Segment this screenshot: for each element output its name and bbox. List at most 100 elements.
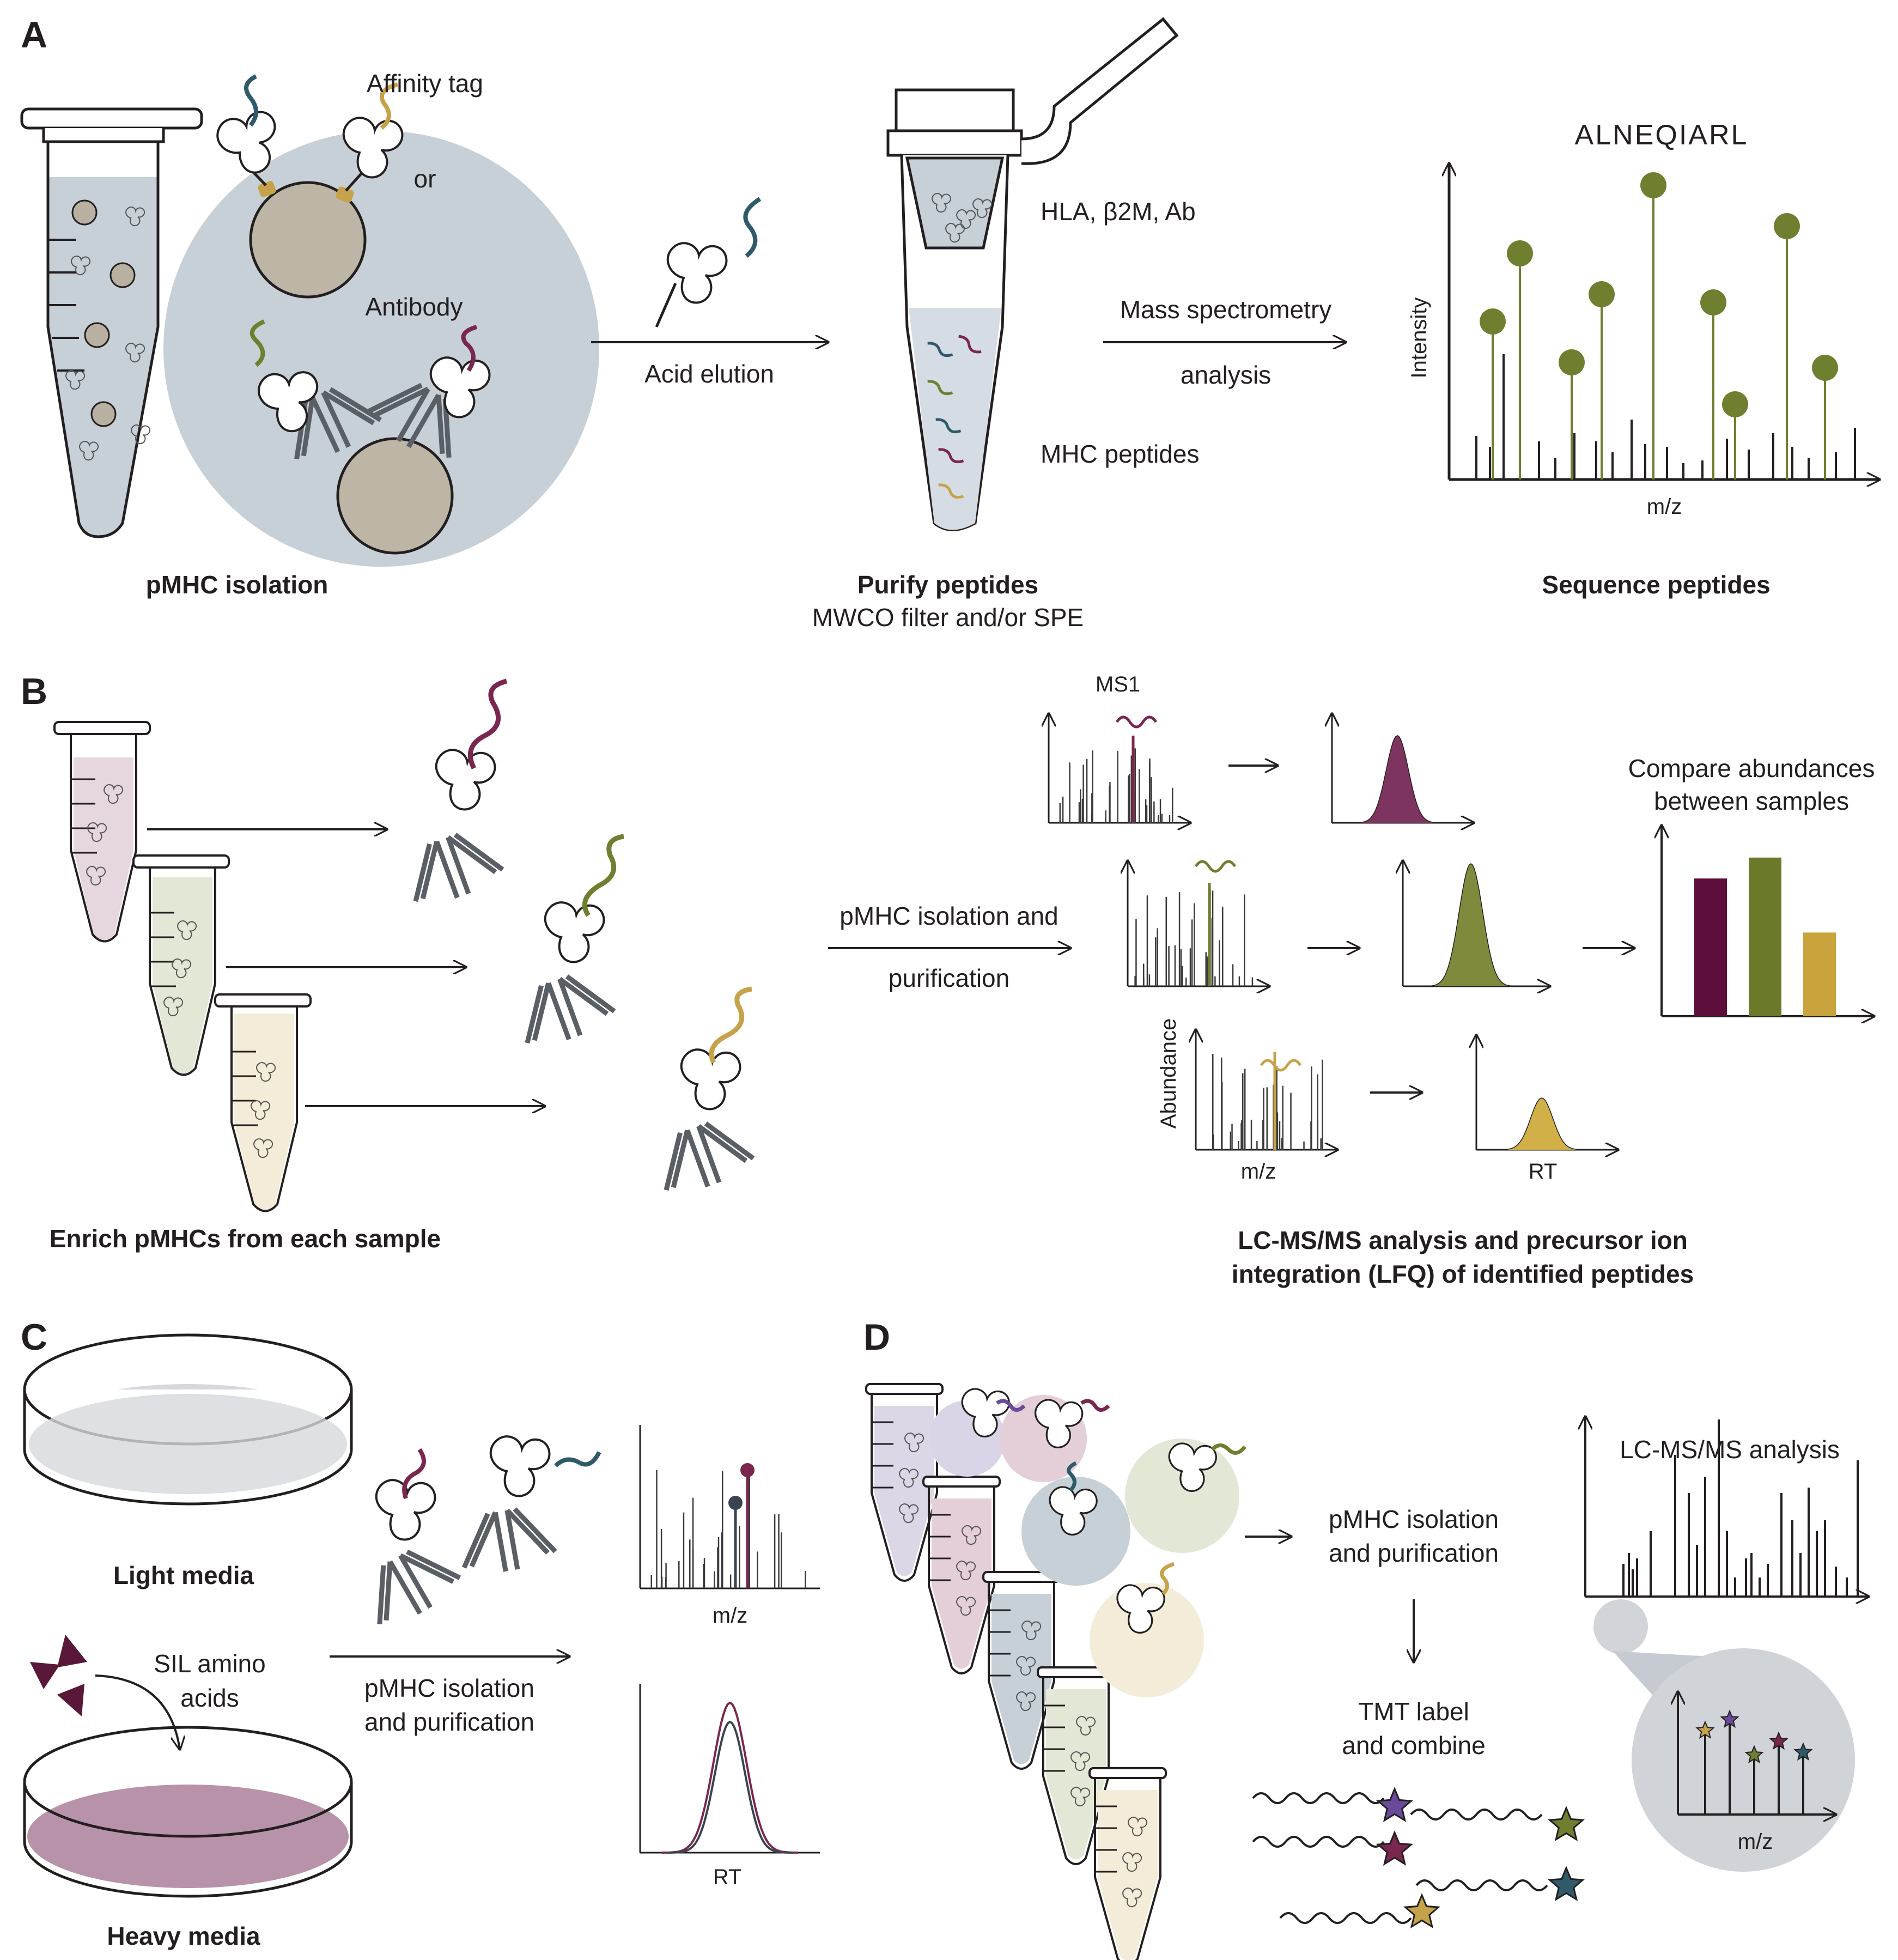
rt-axis-label-b: RT <box>1528 1160 1558 1184</box>
sil-label-1: SIL amino <box>154 1649 266 1678</box>
reporter-ion-star <box>1695 1720 1715 1739</box>
filter-tube <box>886 17 1179 531</box>
elution-peak <box>667 1720 793 1854</box>
step-purify-sub: MWCO filter and/or SPE <box>812 603 1084 632</box>
pmhc-isolation-label-d1: pMHC isolation <box>1329 1505 1499 1533</box>
reporter-ion-star <box>1793 1742 1813 1761</box>
peptide-sequence: ALNEQIARL <box>1574 119 1749 151</box>
tmt-tag-star <box>1547 1866 1585 1902</box>
abundance-axis-label: Abundance <box>1157 1018 1181 1129</box>
bead-zoom-circle <box>163 74 599 567</box>
eluted-peptide-complex <box>655 197 762 328</box>
abundance-bar <box>1803 932 1836 1016</box>
tube-outline <box>928 1486 995 1674</box>
panel-label-d: D <box>863 1316 891 1358</box>
lcms-label-d: LC-MS/MS analysis <box>1620 1435 1840 1464</box>
pmhc-isolation-label-b1: pMHC isolation and <box>840 902 1058 930</box>
reporter-region <box>1593 1599 1648 1654</box>
pmhc-isolation-label-d2: and purification <box>1329 1539 1499 1567</box>
pmhc-bubbles-d <box>929 1388 1246 1697</box>
tmt-label-2: and combine <box>1342 1731 1486 1759</box>
peptide-chain <box>1252 1792 1385 1804</box>
abundance-bar <box>1749 857 1781 1016</box>
peptide-chain <box>1279 1912 1412 1924</box>
mz-axis-label-c: m/z <box>712 1604 748 1628</box>
peptide-chain <box>1410 1809 1543 1821</box>
light-media-label: Light media <box>113 1561 254 1589</box>
step-pmhc-isolation: pMHC isolation <box>145 571 328 599</box>
pmhc-isolation-label-b2: purification <box>888 964 1010 992</box>
fragment-peak-marker <box>1507 240 1533 266</box>
sil-label-2: acids <box>180 1684 239 1712</box>
mz-axis-label-b: m/z <box>1240 1160 1276 1184</box>
fragment-peak-marker <box>1774 213 1800 239</box>
intensity-axis-label: Intensity <box>1407 297 1431 379</box>
tmt-tag-star <box>1547 1806 1585 1842</box>
pmhc-complexes-b <box>399 678 757 1200</box>
tmt-tag-star <box>1403 1893 1441 1929</box>
tube-cap <box>865 1383 944 1395</box>
fragment-peak-marker <box>1559 349 1585 375</box>
ms1-spectra-b <box>1049 714 1618 1150</box>
pmhc-complexes-c <box>355 1435 601 1634</box>
panel-label-a: A <box>21 14 48 56</box>
heavy-media-label: Heavy media <box>107 1922 260 1950</box>
spectrum-panel-c <box>639 1425 820 1854</box>
tmt-tag-star <box>1376 1830 1414 1866</box>
zoom-circle <box>1632 1648 1855 1872</box>
acid-elution-label: Acid elution <box>644 360 774 388</box>
step-purify-peptides: Purify peptides <box>857 571 1039 599</box>
tube-outline <box>871 1394 938 1582</box>
heavy-media-dish <box>23 1726 353 1898</box>
tube-fill <box>932 1498 991 1669</box>
compare-label-1: Compare abundances <box>1628 754 1875 782</box>
tmt-tag-star <box>1376 1787 1414 1823</box>
antibody-label: Antibody <box>365 293 463 321</box>
tube-fill <box>874 1406 934 1576</box>
fragment-peak-marker <box>1480 308 1506 335</box>
tmt-label-1: TMT label <box>1358 1697 1469 1726</box>
spectrum-panel-d <box>1585 1417 1869 1872</box>
sample-tubes-d <box>865 1383 1167 1960</box>
elution-peak <box>1495 1097 1588 1150</box>
tube-cap <box>1088 1767 1167 1779</box>
tube-fill <box>1046 1689 1106 1860</box>
tmt-labelled-peptides <box>1252 1787 1585 1929</box>
pmhc-isolation-label-c2: and purification <box>364 1708 534 1736</box>
compare-label-2: between samples <box>1654 787 1849 815</box>
mass-spec-label-2: analysis <box>1180 361 1272 389</box>
sil-amino-acid-triangles <box>30 1635 180 1749</box>
pmhc-isolation-label-c1: pMHC isolation <box>364 1674 534 1702</box>
rt-axis-label-c: RT <box>713 1865 742 1889</box>
step-sequence-peptides: Sequence peptides <box>1542 571 1771 599</box>
mz-axis-label-d: m/z <box>1737 1830 1773 1854</box>
panel-label-b: B <box>21 671 48 712</box>
fragment-peak-marker <box>1640 172 1666 198</box>
reporter-ion-star <box>1720 1709 1739 1728</box>
elution-peak <box>661 1701 799 1854</box>
tube-fill <box>991 1594 1051 1764</box>
fragment-peak-marker <box>1722 391 1748 417</box>
panel-label-c: C <box>21 1316 48 1358</box>
ms1-label: MS1 <box>1095 672 1141 696</box>
mz-axis-label-a: m/z <box>1646 495 1682 519</box>
fragment-peak-marker <box>1589 281 1615 307</box>
peptide-chain <box>1415 1879 1548 1891</box>
fragment-peak-marker <box>1700 289 1726 315</box>
elution-peak <box>1421 863 1520 987</box>
sample-tube-a <box>20 107 203 538</box>
peptide-squiggle <box>1115 715 1158 729</box>
peptide-squiggle <box>1194 860 1237 873</box>
abundance-bars <box>1662 826 1874 1016</box>
tube-outline <box>1094 1778 1161 1960</box>
affinity-tag-label: Affinity tag <box>367 69 483 98</box>
or-label: or <box>413 165 436 193</box>
reporter-ion-star <box>1769 1731 1788 1750</box>
reporter-ion-star <box>1744 1745 1764 1764</box>
hla-b2m-ab-label: HLA, β2M, Ab <box>1041 197 1196 226</box>
lcms-label-1: LC-MS/MS analysis and precursor ion <box>1238 1226 1688 1254</box>
elution-peak <box>1351 735 1444 823</box>
sample-tubes-b <box>53 721 312 1212</box>
